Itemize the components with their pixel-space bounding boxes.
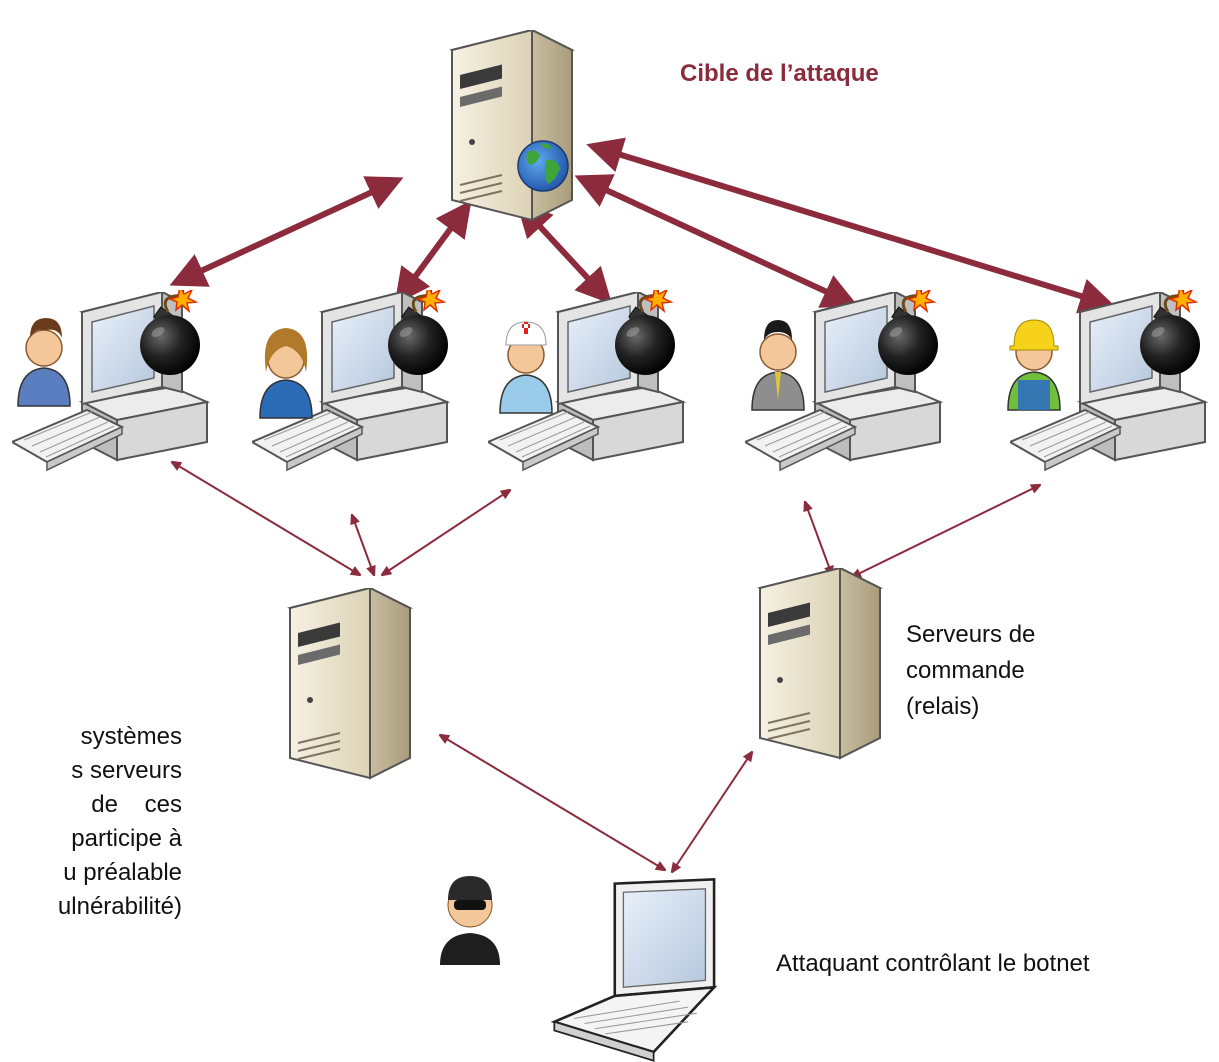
left-text-line-1: systèmes [80, 723, 182, 750]
arrow-bot4-cmd2 [805, 502, 832, 575]
server-icon [451, 30, 573, 221]
left-text-line-3: de ces [91, 791, 182, 818]
bot-5 [1007, 290, 1206, 471]
attacker-label: Attaquant contrôlant le botnet [776, 950, 1090, 977]
attacker [440, 876, 716, 1062]
arrow-bot1-cmd1 [172, 462, 360, 575]
arrow-cmd1-attacker [440, 735, 665, 870]
globe-icon [517, 140, 569, 192]
command-servers-label-line-1: Serveurs de [906, 621, 1036, 648]
laptop-icon [552, 877, 716, 1062]
user-icon [499, 336, 553, 414]
left-text-line-4: participe à [71, 825, 182, 852]
arrow-bot2-cmd1 [352, 515, 374, 575]
arrow-cmd2-attacker [672, 752, 752, 872]
bot-3 [488, 290, 684, 471]
bot-4 [745, 290, 941, 471]
bot-1 [12, 290, 208, 471]
command-servers-label-line-3: (relais) [906, 693, 980, 720]
user-icon [17, 329, 71, 407]
arrow-target-bot5 [586, 137, 1116, 314]
left-description-text: systèmes s serveurs de ces participe à u… [0, 720, 182, 924]
command-server-1 [288, 588, 412, 780]
arrow-bot5-cmd2 [852, 485, 1040, 577]
command-servers-label: Serveurs de commande (relais) [906, 617, 1035, 725]
target-server [451, 30, 573, 221]
target-label: Cible de l’attaque [680, 60, 879, 87]
arrow-target-bot2 [394, 200, 472, 305]
left-text-line-5: u préalable [63, 859, 182, 886]
arrow-target-bot4 [574, 174, 859, 308]
arrow-target-bot1 [169, 176, 404, 287]
command-arrows [172, 462, 1040, 872]
attack-arrows [169, 137, 1116, 314]
arrow-bot3-cmd1 [382, 490, 510, 575]
command-server-2 [758, 568, 882, 760]
hacker-icon [440, 876, 500, 965]
left-text-line-6: ulnérabilité) [57, 893, 182, 920]
bot-2 [252, 290, 450, 471]
left-text-line-2: s serveurs [71, 757, 182, 784]
command-servers-label-line-2: commande [906, 657, 1025, 684]
